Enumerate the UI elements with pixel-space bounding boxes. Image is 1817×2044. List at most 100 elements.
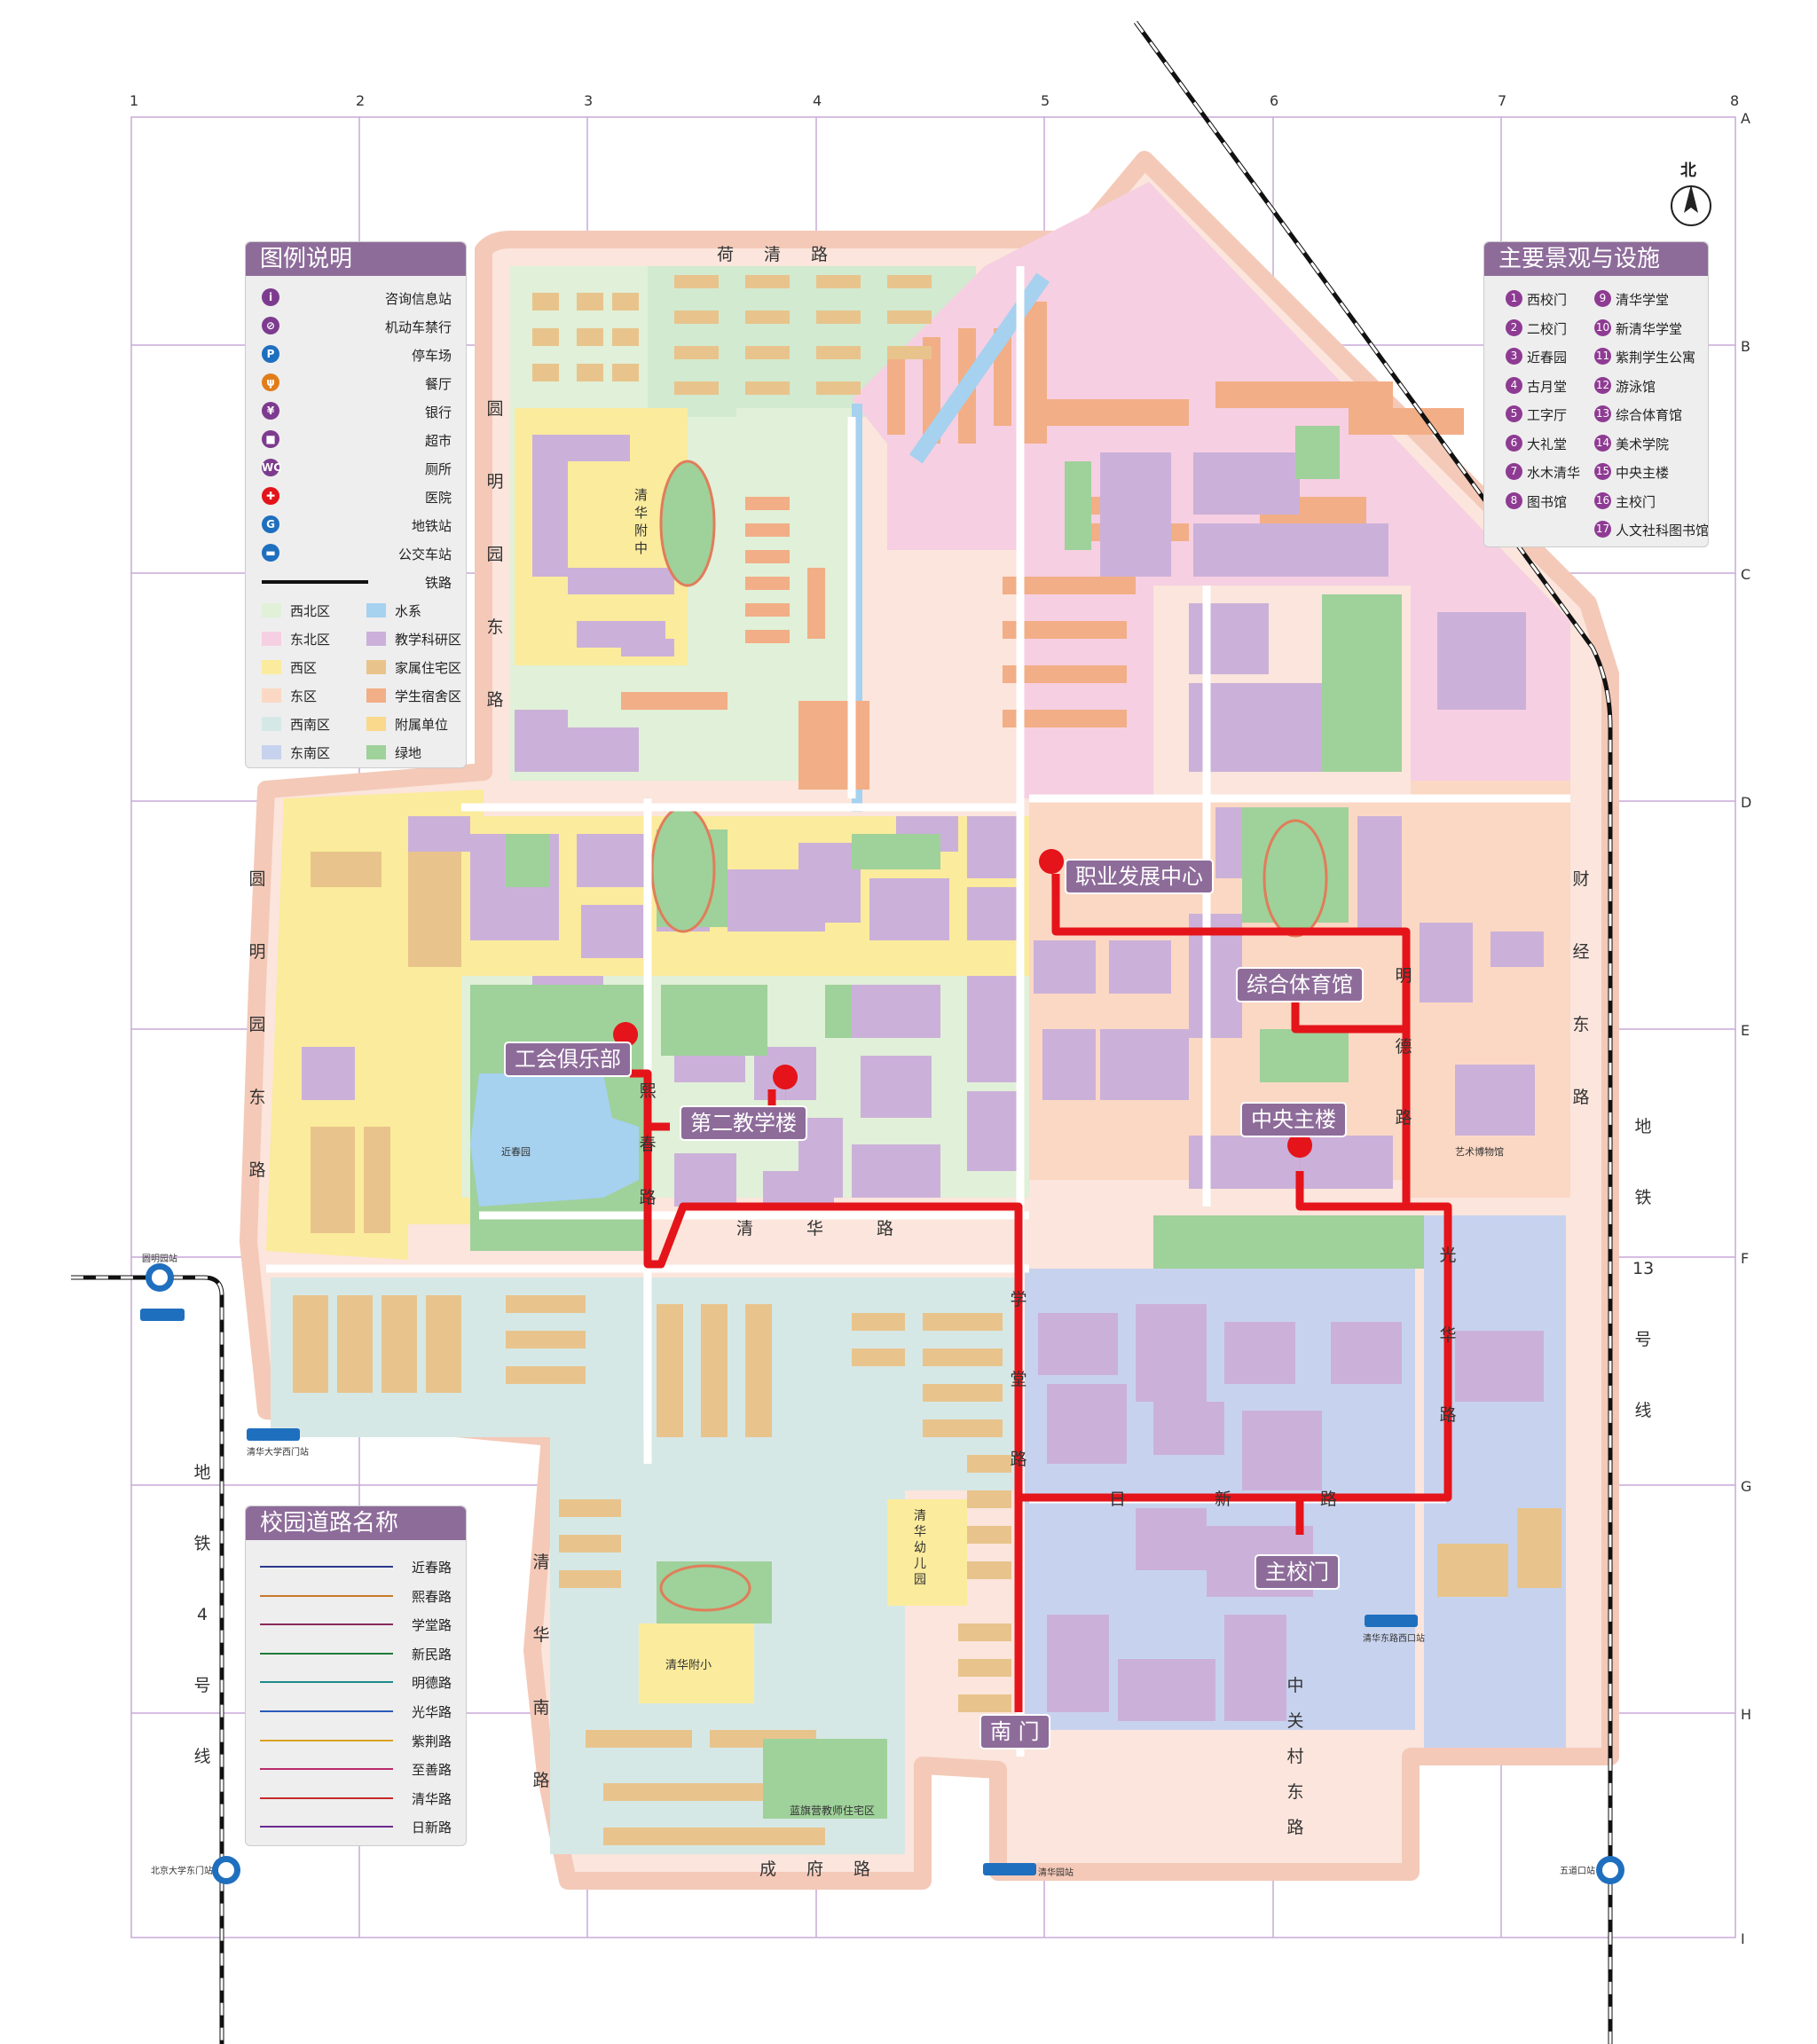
landmark-label: 新清华学堂 [1616,320,1683,337]
legend-item: ✚医院 [246,487,468,507]
toilet-icon: WC [262,459,281,476]
subway-line-13-label: 地铁13号线 [1632,1117,1655,1420]
road-heqing: 荷清路 [717,245,859,264]
road-line-swatch [260,1652,393,1655]
road-yuanmingyuan-north: 圆明园东路 [486,399,504,710]
legend-item-label: 公交车站 [397,546,452,562]
road-xichun: 熙春路 [639,1081,657,1207]
landmark-number: 12 [1594,376,1611,394]
legend-item-label: 停车场 [411,348,452,364]
legend-zone: 教学科研区 [366,630,464,648]
green-lanqi [763,1739,887,1819]
track-fuxiao [659,1564,751,1612]
bus-stop-icons [140,1309,1418,1875]
pin-main-icon [1287,1133,1313,1175]
pin-teach2-icon [773,1065,798,1107]
restaurant-icon: ψ [262,373,279,391]
legend-zone: 水系 [366,601,464,619]
road-legend-label: 近春路 [411,1560,452,1576]
supermarket-icon: ■ [262,430,279,448]
landmark-number: 7 [1506,463,1522,480]
legend-item-label: 超市 [424,433,452,449]
grid-row-c: C [1741,566,1751,583]
landmark-number: 5 [1506,405,1522,422]
legend-item-label: 咨询信息站 [384,291,452,307]
road-legend-label: 日新路 [411,1820,452,1836]
legend-zone: 家属住宅区 [366,658,464,676]
road-yuanmingyuan-south: 圆明园东路 [248,869,266,1180]
road-legend-label: 学堂路 [411,1617,452,1634]
subway-station-icons [146,1263,1624,1884]
legend-item-label: 银行 [424,405,452,421]
road-line-swatch [260,1566,393,1568]
legend-zone-label: 西北区 [290,603,331,619]
grid-col-2: 2 [356,92,366,109]
zone-attached-primary [639,1623,754,1703]
lake-north [908,272,1050,464]
label-lanqi: 蓝旗营教师住宅区 [790,1804,876,1817]
road-line-swatch [260,1796,393,1799]
landmark-label: 人文社科图书馆 [1616,523,1710,539]
label-gym[interactable]: 综合体育馆 [1236,967,1364,1002]
station-beida-east: 北京大学东门站 [151,1867,213,1876]
legend-zone-label: 水系 [395,603,422,619]
bank-icon: ¥ [262,402,279,420]
legend-zone-label: 西区 [290,660,318,676]
railway-line [1133,20,1613,2044]
road-line-swatch [260,1710,393,1712]
road-line-swatch [260,1768,393,1771]
landmark-label: 图书馆 [1527,493,1568,510]
north-arrow-icon [1671,185,1711,226]
label-career-center[interactable]: 职业发展中心 [1065,859,1214,894]
label-main-gate[interactable]: 主校门 [1255,1554,1340,1590]
road-legend-item: 新民路 [246,1645,468,1663]
zone-swatch [366,660,386,674]
road-line-swatch [260,1681,393,1684]
road-legend-label: 熙春路 [411,1588,452,1605]
legend-zone: 学生宿舍区 [366,687,464,704]
label-union-club[interactable]: 工会俱乐部 [504,1042,632,1077]
legend-item: ⊘机动车禁行 [246,317,468,336]
zone-swatch [262,660,281,674]
road-mingde: 明德路 [1395,966,1412,1128]
landmark-item[interactable]: 8 图书馆 [1506,491,1587,510]
label-main-building[interactable]: 中央主楼 [1240,1102,1347,1137]
legend-zone-label: 学生宿舍区 [395,688,462,704]
zone-swatch [366,717,386,731]
zone-kindergarten [887,1499,967,1606]
legend-item-label: 铁路 [424,575,452,591]
legend-zone: 东区 [262,687,359,704]
label-teaching-building-2[interactable]: 第二教学楼 [680,1105,807,1141]
landmark-number: 8 [1506,491,1522,509]
parking-icon: P [262,345,279,363]
label-south-gate[interactable]: 南 门 [979,1714,1050,1749]
landmark-number: 16 [1594,491,1611,509]
landmark-label: 清华学堂 [1616,292,1670,308]
road-xuetang: 学堂路 [1010,1290,1027,1469]
legend-zone: 附属单位 [366,715,464,733]
grid-col-1: 1 [130,92,139,109]
bus-qinghuayuan: 清华园站 [1038,1868,1074,1878]
bus-stop-icon: ▬ [262,544,279,562]
legend-item-label: 厕所 [424,461,452,477]
